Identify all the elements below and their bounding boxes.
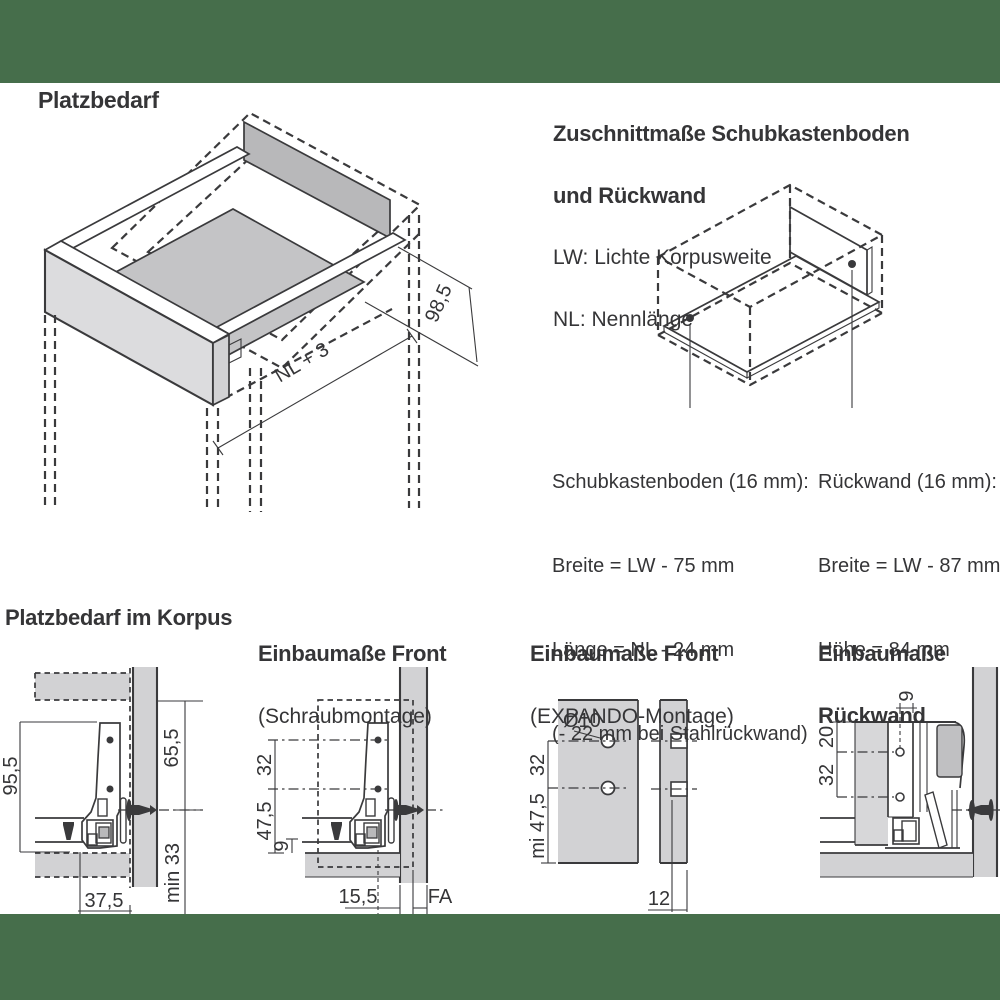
- platzbedarf-title: Platzbedarf: [38, 87, 159, 113]
- zuschnitt-drawing: [655, 183, 885, 408]
- cabinet-dashed-legs: [43, 215, 421, 512]
- legend-lw: LW: Lichte Korpusweite: [553, 246, 772, 269]
- dim-fa: FA: [412, 870, 453, 914]
- rueckwand-einbau-title-block: Einbaumaße Rückwand: [818, 605, 946, 765]
- bottom-shelf: [305, 853, 400, 877]
- boden-heading: Schubkastenboden (16 mm):: [552, 471, 809, 493]
- platzbedarf-drawing: 98,5 NL + 3: [43, 111, 479, 512]
- lower-shelf: [35, 853, 130, 877]
- dim-655: 65,5: [158, 700, 203, 811]
- upper-shelf: [35, 673, 130, 700]
- dim-475: 47,5: [254, 802, 276, 841]
- dim-375: 37,5: [78, 852, 132, 914]
- dim-nl3-label: NL + 3: [271, 338, 333, 387]
- back-wall-board: [789, 205, 873, 297]
- rueckwand-heading: Rückwand (16 mm):: [818, 471, 997, 493]
- adjust-mechanism: [86, 798, 114, 847]
- back-mechanism: [885, 790, 960, 849]
- bracket-hook: [119, 797, 127, 844]
- dim-32: 32: [527, 741, 556, 864]
- rueckwand-annotation: Rückwand (16 mm): Breite = LW - 87 mm Hö…: [818, 412, 1000, 720]
- dim-20-label: 20: [816, 726, 838, 748]
- expando-subtitle: (EXPANDO-Montage): [530, 705, 734, 728]
- dim-375-label: 37,5: [85, 890, 124, 912]
- front-panel: [133, 667, 157, 887]
- dim-12: 12: [648, 800, 688, 912]
- drawer-body: [43, 120, 407, 407]
- expando-drawing: Ø10 32 mi 47,5 12: [527, 698, 697, 912]
- dim-20: 20: [816, 721, 894, 797]
- side-member-block: [936, 724, 963, 778]
- dim-min33: min 33: [162, 810, 186, 914]
- dim-655-label: 65,5: [161, 729, 183, 768]
- upper-shelf-edges: [34, 672, 130, 701]
- dim-32-label: 32: [816, 764, 838, 786]
- expando-title-block: Einbaumaße Front (EXPANDO-Montage): [530, 605, 734, 766]
- bracket-hook: [387, 797, 395, 844]
- dim-155: 15,5: [339, 850, 401, 914]
- drawer-front-dashed: [317, 699, 414, 868]
- korpus-drawing: 95,5 65,5 min 33 37,5: [0, 667, 203, 914]
- dim-955: 95,5: [0, 721, 97, 853]
- dim-32: 32: [816, 764, 894, 798]
- boden-line3: (- 22 mm bei Stahlrückwand): [552, 723, 808, 745]
- rueckwand-drawing: 9 20 32: [816, 667, 1000, 878]
- rueckwand-marker-dot: [848, 260, 856, 268]
- dim-32: 32: [254, 740, 284, 854]
- schraub-drawing: 32 47,5 9 15,5 FA: [254, 667, 453, 914]
- schraub-title-block: Einbaumaße Front (Schraubmontage): [258, 605, 447, 766]
- boden-line2: Länge = NL - 24 mm: [552, 639, 735, 661]
- dim-32-label: 32: [527, 754, 549, 776]
- dim-32-label: 32: [254, 754, 276, 776]
- cabinet-panel: [973, 667, 998, 877]
- dim-955-label: 95,5: [0, 757, 22, 796]
- side-profile-curve: [953, 721, 966, 789]
- dim-9: 9: [896, 690, 918, 748]
- dim-155-label: 15,5: [339, 886, 378, 908]
- bottom-screw-icon: [331, 822, 342, 840]
- zuschnitt-title-line2: und Rückwand: [553, 183, 706, 208]
- adjust-mechanism: [354, 798, 382, 847]
- zuschnitt-header: Zuschnittmaße Schubkastenboden und Rückw…: [553, 85, 910, 369]
- dia-leader-line: [573, 730, 601, 739]
- dim-985-label: 98,5: [421, 281, 457, 326]
- rueckwand-einbau-title2: Rückwand: [818, 703, 926, 728]
- boden-annotation: Schubkastenboden (16 mm): Breite = LW - …: [552, 412, 809, 804]
- bottom-screw-icon: [63, 822, 74, 840]
- bottom-shelf: [820, 853, 973, 877]
- rueckwand-line2: Höhe = 84 mm: [818, 639, 950, 661]
- rueckwand-line1: Breite = LW - 87 mm: [818, 555, 1000, 577]
- dim-475: mi 47,5: [527, 793, 549, 859]
- boden-line1: Breite = LW - 75 mm: [552, 555, 735, 577]
- schraub-title: Einbaumaße Front: [258, 641, 447, 666]
- dim-475-label: 47,5: [254, 802, 276, 841]
- drawer-back-wall: [243, 120, 391, 240]
- drawer-latch: [228, 338, 242, 364]
- bracket-hole-bottom: [895, 792, 905, 802]
- dim-985: 98,5: [364, 246, 479, 367]
- zuschnitt-title-line1: Zuschnittmaße Schubkastenboden: [553, 121, 910, 146]
- korpus-title: Platzbedarf im Korpus: [5, 605, 233, 630]
- rueckwand-board: [855, 722, 888, 845]
- bottom-board: [662, 255, 881, 379]
- lower-shelf-edges: [35, 852, 130, 878]
- dim-9-label: 9: [271, 840, 293, 851]
- dim-475-label: mi 47,5: [527, 793, 549, 859]
- schraub-subtitle: (Schraubmontage): [258, 705, 432, 728]
- dim-min33-label: min 33: [162, 843, 184, 903]
- legend-nl: NL: Nennlänge: [553, 308, 694, 331]
- dim-12-label: 12: [648, 888, 670, 910]
- expando-title: Einbaumaße Front: [530, 641, 719, 666]
- dim-9: 9: [271, 838, 298, 853]
- front-panel-face: [558, 700, 638, 863]
- bottom-banner: [0, 914, 1000, 1000]
- top-banner: [0, 0, 1000, 83]
- dim-dia-label: Ø10: [563, 710, 601, 732]
- dim-9-label: 9: [896, 690, 918, 701]
- rueckwand-einbau-title1: Einbaumaße: [818, 641, 946, 666]
- dim-fa-label: FA: [428, 886, 453, 908]
- boden-marker-dot: [686, 314, 694, 322]
